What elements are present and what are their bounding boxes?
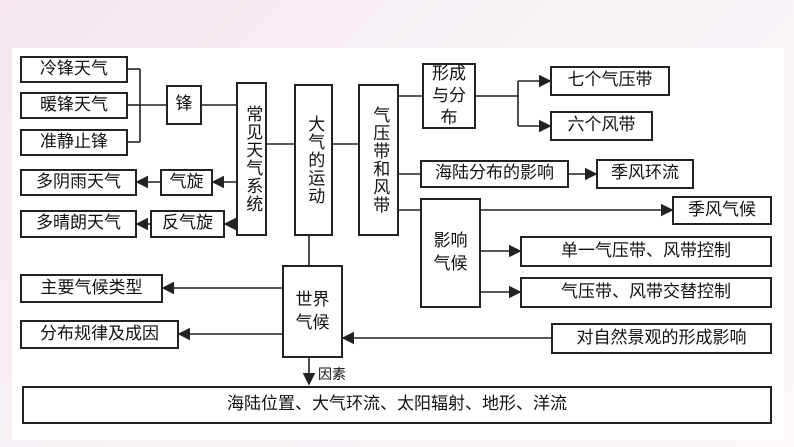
influence-climate-label: 影响气候 — [433, 231, 468, 274]
stationary-front-label: 准静止锋 — [40, 131, 108, 152]
sunny-weather-label: 多晴朗天气 — [36, 213, 121, 234]
cold-front-weather-label: 冷锋天气 — [40, 58, 108, 79]
cloudy-rainy-weather-box: 多阴雨天气 — [20, 169, 137, 196]
distribution-causes-box: 分布规律及成因 — [20, 320, 179, 349]
landscape-influence-box: 对自然景观的形成影响 — [551, 323, 772, 354]
six-wind-belts-box: 六个风带 — [550, 111, 653, 141]
stationary-front-box: 准静止锋 — [20, 129, 128, 156]
factors-text: 海陆位置、大气环流、太阳辐射、地形、洋流 — [227, 394, 567, 415]
connector-lines — [128, 68, 674, 386]
atmospheric-motion-box: 大气的运动 — [294, 84, 333, 236]
pressure-wind-belts-label: 气压带和风带 — [369, 106, 390, 214]
alternate-control-box: 气压带、风带交替控制 — [520, 277, 772, 308]
main-climate-types-box: 主要气候类型 — [20, 274, 163, 303]
land-sea-influence-label: 海陆分布的影响 — [435, 163, 554, 184]
landscape-influence-label: 对自然景观的形成影响 — [576, 327, 747, 348]
influence-climate-box: 影响气候 — [420, 198, 481, 308]
monsoon-climate-label: 季风气候 — [688, 199, 756, 220]
common-weather-systems-label: 常见天气系统 — [242, 105, 263, 213]
land-sea-influence-box: 海陆分布的影响 — [420, 160, 569, 188]
single-control-box: 单一气压带、风带控制 — [520, 236, 772, 267]
factors-label: 因素 — [318, 367, 346, 383]
main-climate-types-label: 主要气候类型 — [40, 277, 143, 298]
single-control-label: 单一气压带、风带控制 — [561, 240, 731, 261]
front-box: 锋 — [166, 85, 202, 125]
factors-box: 海陆位置、大气环流、太阳辐射、地形、洋流 — [22, 386, 772, 424]
cold-front-weather-box: 冷锋天气 — [20, 56, 128, 83]
warm-front-weather-box: 暖锋天气 — [20, 92, 128, 119]
six-wind-belts-label: 六个风带 — [567, 115, 636, 136]
monsoon-circulation-label: 季风环流 — [611, 163, 679, 184]
cyclone-box: 气旋 — [160, 169, 213, 196]
cloudy-rainy-weather-label: 多阴雨天气 — [36, 171, 121, 192]
anticyclone-box: 反气旋 — [150, 210, 225, 238]
atmospheric-motion-label: 大气的运动 — [304, 115, 325, 205]
monsoon-climate-box: 季风气候 — [672, 196, 772, 225]
world-climate-label: 世界气候 — [295, 289, 330, 333]
distribution-causes-label: 分布规律及成因 — [40, 323, 159, 344]
seven-pressure-belts-box: 七个气压带 — [550, 66, 670, 96]
monsoon-circulation-box: 季风环流 — [596, 159, 694, 189]
front-label: 锋 — [175, 94, 193, 115]
cyclone-label: 气旋 — [169, 171, 204, 192]
formation-distribution-label: 形成与分布 — [432, 64, 466, 128]
world-climate-box: 世界气候 — [282, 265, 343, 358]
pressure-wind-belts-box: 气压带和风带 — [358, 84, 399, 236]
warm-front-weather-label: 暖锋天气 — [40, 94, 108, 115]
sunny-weather-box: 多晴朗天气 — [20, 210, 137, 238]
common-weather-systems-box: 常见天气系统 — [236, 82, 267, 236]
diagram-card: 冷锋天气 暖锋天气 准静止锋 锋 常见天气系统 气旋 多阴雨天气 反气旋 多晴朗… — [12, 48, 784, 440]
alternate-control-label: 气压带、风带交替控制 — [561, 281, 731, 302]
seven-pressure-belts-label: 七个气压带 — [567, 70, 653, 91]
anticyclone-label: 反气旋 — [162, 213, 213, 234]
formation-distribution-box: 形成与分布 — [422, 63, 476, 129]
